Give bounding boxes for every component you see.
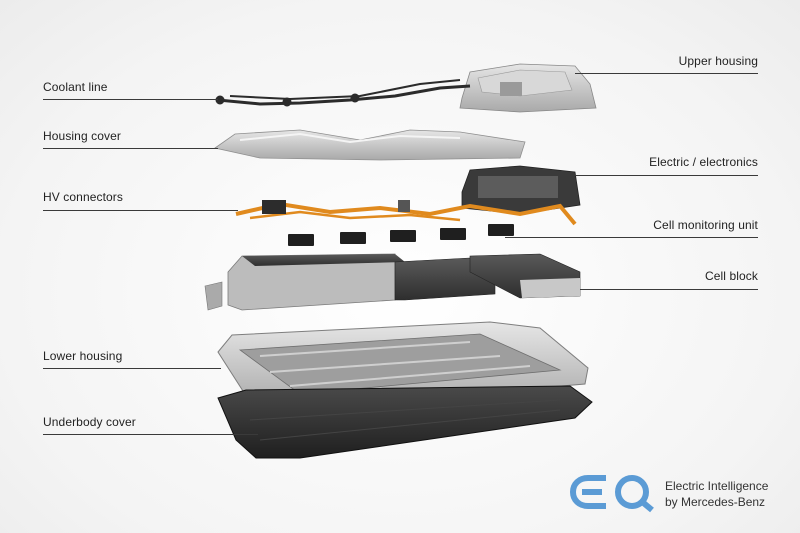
leader-cell-block (580, 289, 758, 290)
housing-cover-part (214, 129, 526, 161)
label-upper-housing: Upper housing (678, 54, 758, 68)
leader-lower-housing (43, 368, 221, 369)
cell-block-part (204, 253, 581, 311)
label-electric-electronics: Electric / electronics (649, 155, 758, 169)
brand-line-2: by Mercedes-Benz (665, 495, 766, 509)
label-cell-block: Cell block (704, 269, 758, 283)
leader-underbody-cover (43, 434, 258, 435)
leader-housing-cover (43, 148, 218, 149)
leader-electric-electronics (575, 175, 758, 176)
leader-cell-monitoring-unit (505, 237, 758, 238)
electronics-part (235, 165, 581, 226)
label-cell-monitoring-unit: Cell monitoring unit (653, 218, 758, 232)
underbody-cover-part (217, 385, 593, 459)
brand-line-1: Electric Intelligence (665, 479, 769, 493)
label-housing-cover: Housing cover (43, 129, 122, 143)
coolant-line-part (215, 79, 471, 107)
label-coolant-line: Coolant line (43, 80, 108, 94)
eq-brand-block: Electric Intelligence by Mercedes-Benz (568, 470, 788, 516)
label-lower-housing: Lower housing (43, 349, 123, 363)
leader-upper-housing (575, 73, 758, 74)
label-hv-connectors: HV connectors (43, 190, 124, 204)
cell-monitoring-units (288, 224, 514, 246)
leader-coolant-line (43, 99, 218, 100)
leader-hv-connectors (43, 210, 238, 211)
eq-logo (569, 475, 654, 513)
label-underbody-cover: Underbody cover (43, 415, 136, 429)
upper-housing-part (459, 63, 597, 113)
